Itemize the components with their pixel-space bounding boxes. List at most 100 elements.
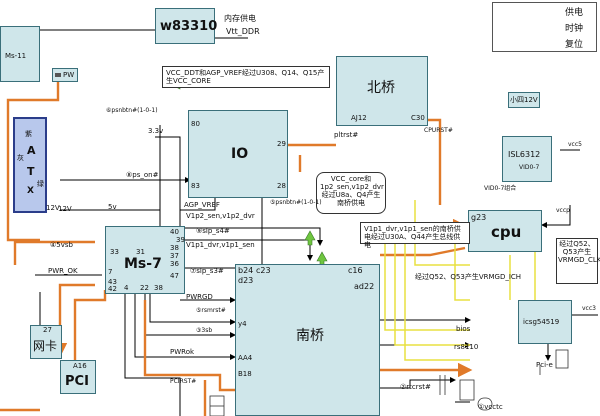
pw-dots bbox=[55, 73, 61, 77]
pci-label: PCI bbox=[65, 374, 89, 389]
signal-vid: VID0-7组合 bbox=[484, 185, 517, 192]
wire-rsmrst bbox=[149, 292, 236, 325]
wire-vccp bbox=[541, 205, 571, 228]
signal-v1p1: V1p1_dvr,v1p1_sen bbox=[186, 241, 255, 249]
pw-label: PW bbox=[63, 71, 75, 79]
pcie-label: Pci-e bbox=[536, 361, 553, 369]
network-block: 27 网卡 bbox=[30, 325, 62, 359]
io-pin-28: 28 bbox=[277, 182, 286, 190]
wire-pcirst bbox=[124, 292, 181, 416]
clock-4 bbox=[414, 200, 470, 266]
clock-1 bbox=[384, 235, 470, 331]
south-bridge-block: 南桥 b24 c23 c16 d23 ad22 y4 AA4 B18 bbox=[235, 264, 380, 416]
ms7-pin-36: 36 bbox=[170, 260, 179, 268]
vcc-core-note: VCC_DDT和AGP_VREF经过U308、Q14、Q15产生VCC_CORE bbox=[162, 66, 330, 88]
vtt-ddr-label: Vtt_DDR bbox=[226, 27, 260, 36]
isl6312-block: ISL6312 VID0-7 bbox=[502, 136, 552, 182]
signal-vcctc: ①vcctc bbox=[478, 403, 503, 411]
reset-ms-net bbox=[13, 240, 95, 265]
small-12v-block: 小四12V bbox=[508, 92, 540, 108]
signal-pwrok: PWRok bbox=[170, 348, 195, 356]
w83310-block: w83310 bbox=[155, 8, 218, 44]
reset-sb-cpu bbox=[380, 246, 466, 257]
legend-power-label: 供电 bbox=[565, 8, 584, 18]
rs8110-label: rs8110 bbox=[454, 343, 479, 351]
pci-block: A16 PCI bbox=[60, 360, 96, 394]
vcc-core-1p2-note-text: VCC_core和1p2_sen,v1p2_dvr经过U8a、Q4产生南桥供电 bbox=[320, 175, 384, 208]
clock-2 bbox=[394, 235, 470, 346]
ms7-pin-7: 7 bbox=[108, 268, 113, 276]
io-pin-80: 80 bbox=[191, 120, 200, 128]
icsg-block: icsg54519 bbox=[518, 300, 572, 344]
icsg-label: icsg54519 bbox=[523, 318, 560, 326]
sb-pin-c23: c23 bbox=[256, 266, 271, 275]
ms7-pin-38: 38 bbox=[170, 244, 179, 252]
ms7-pin-38b: 38 bbox=[154, 284, 163, 292]
v1p1-note-text: V1p1_dvr,v1p1_sen的南桥供电经过U30A、Q44产生总线供电 bbox=[364, 225, 461, 250]
sb-pin-b18: B18 bbox=[238, 370, 252, 378]
reset-ms-pci bbox=[52, 283, 95, 358]
atx-letter-x: X bbox=[27, 186, 34, 196]
signal-vcc3: vcc3 bbox=[582, 305, 596, 312]
sb-pin-d23: d23 bbox=[238, 276, 254, 285]
sb-pin-y4: y4 bbox=[238, 320, 247, 328]
w83310-label: w83310 bbox=[160, 19, 218, 34]
signal-psonbtn-sb: ⑤psnbtn#(1-0-1) bbox=[270, 199, 322, 206]
signal-12v: 12V bbox=[58, 205, 72, 213]
ms7-pin-42: 42 bbox=[108, 285, 117, 293]
signal-psonbtn: ⑥psnbtn#(1-0-1) bbox=[106, 107, 158, 114]
pci-pin-a16: A16 bbox=[73, 362, 87, 370]
ms7-pin-31: 31 bbox=[136, 248, 145, 256]
vcc-core-1p2-note: VCC_core和1p2_sen,v1p2_dvr经过U8a、Q4产生南桥供电 bbox=[316, 172, 386, 214]
io-label: IO bbox=[231, 146, 249, 162]
reset-pci-sb bbox=[143, 300, 235, 392]
reset-ms-pw bbox=[6, 77, 60, 242]
legend: 供电 时钟 复位 bbox=[492, 2, 597, 52]
signal-v1p2: V1p2_sen,v1p2_dvr bbox=[186, 212, 255, 220]
signal-3sb: ③3sb bbox=[196, 327, 213, 334]
wire-agp-vref bbox=[180, 195, 216, 211]
reset-cpu-nb bbox=[425, 118, 442, 205]
nb-pin-c30: C30 bbox=[411, 114, 425, 122]
bios-label: bios bbox=[456, 325, 471, 333]
ms7-pin-37: 37 bbox=[170, 252, 179, 260]
signal-vccp: vccp bbox=[556, 207, 570, 214]
north-bridge-block: 北桥 AJ12 C30 bbox=[336, 56, 428, 126]
reset-ms-pci2 bbox=[73, 290, 107, 360]
battery bbox=[477, 397, 493, 411]
sb-pin-aa4: AA4 bbox=[238, 354, 253, 362]
crystal-3 bbox=[555, 349, 569, 369]
signal-pltrst: pltrst# bbox=[334, 131, 359, 139]
ms7-pin-47: 47 bbox=[170, 272, 179, 280]
ms7-block: Ms-7 33 31 7 40 39 38 37 36 47 43 42 4 2… bbox=[105, 226, 185, 294]
ms7-pin-39: 39 bbox=[176, 236, 185, 244]
pw-block: PW bbox=[52, 68, 78, 82]
sb-pin-c16: c16 bbox=[348, 266, 363, 275]
nb-pin-aj12: AJ12 bbox=[351, 114, 367, 122]
ms11-label: Ms-11 bbox=[5, 52, 27, 60]
ms7-label: Ms-7 bbox=[124, 256, 162, 272]
signal-cpurst: CPURST# bbox=[424, 127, 453, 134]
v1p1-note: V1p1_dvr,v1p1_sen的南桥供电经过U30A、Q44产生总线供电 bbox=[360, 222, 470, 249]
atx-12v-label: 12V bbox=[46, 204, 60, 212]
atx-block: 紫 灰 A T X 绿 bbox=[13, 117, 47, 213]
clock-3 bbox=[404, 240, 470, 361]
wire-pwrok bbox=[134, 292, 236, 360]
atx-purple-label: 紫 bbox=[25, 130, 32, 138]
ms11-block: Ms-11 bbox=[0, 26, 40, 82]
network-pin-27: 27 bbox=[43, 326, 52, 334]
legend-reset-label: 复位 bbox=[565, 40, 584, 50]
crystal-2 bbox=[459, 379, 475, 401]
wire-rtc bbox=[380, 377, 456, 389]
cpu-label: cpu bbox=[491, 223, 522, 241]
legend-clock-label: 时钟 bbox=[565, 24, 584, 34]
vrmgd-clk-note: 经过Q52、Q53产生VRMGD_CLK bbox=[556, 238, 600, 284]
ms7-pin-4: 4 bbox=[124, 284, 129, 292]
isl6312-label: ISL6312 bbox=[508, 150, 541, 159]
signal-slp-s4: ⑨slp_s4# bbox=[196, 227, 230, 235]
south-bridge-label: 南桥 bbox=[296, 328, 324, 344]
green-arrow-2 bbox=[304, 230, 316, 246]
ms7-pin-22: 22 bbox=[140, 284, 149, 292]
